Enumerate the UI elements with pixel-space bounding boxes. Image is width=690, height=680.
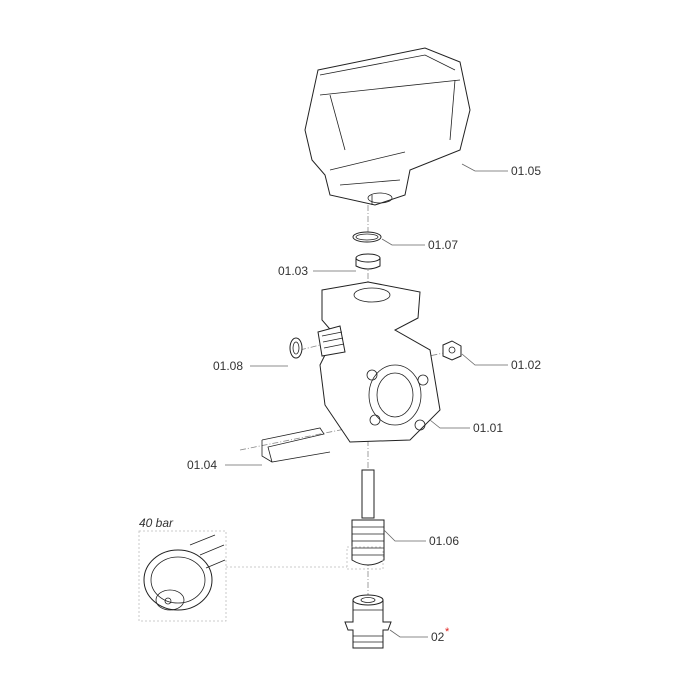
part-fitting <box>344 594 392 649</box>
part-o-ring <box>352 231 382 243</box>
label-01-07: 01.07 <box>428 238 458 252</box>
marker-asterisk: * <box>445 626 450 638</box>
part-piston <box>351 469 385 566</box>
part-body <box>317 281 441 443</box>
label-01-04: 01.04 <box>187 458 217 472</box>
detail-view-40-bar <box>138 530 347 622</box>
label-01-03: 01.03 <box>278 264 308 278</box>
part-cover <box>304 47 471 206</box>
part-nut <box>442 340 462 361</box>
label-01-08: 01.08 <box>213 359 243 373</box>
label-01-02: 01.02 <box>511 358 541 372</box>
label-01-06: 01.06 <box>429 534 459 548</box>
label-02: 02 <box>431 630 445 644</box>
part-seal <box>355 253 381 270</box>
part-clip <box>261 427 331 463</box>
detail-label: 40 bar <box>139 516 174 530</box>
label-01-01: 01.01 <box>473 421 503 435</box>
part-washer <box>289 337 303 359</box>
label-01-05: 01.05 <box>511 164 541 178</box>
